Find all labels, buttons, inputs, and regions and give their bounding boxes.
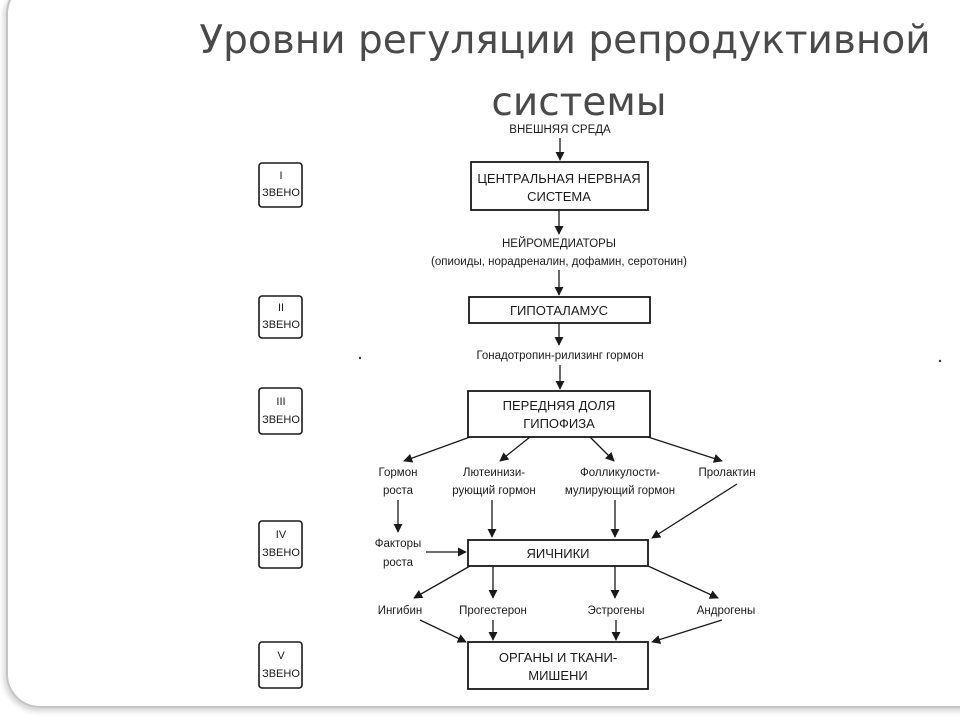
neuromediators-label: НЕЙРОМЕДИАТОРЫ [502,237,616,250]
arrow-pituitary-to-fsh [589,436,615,462]
progesterone-label: Прогестерон [459,605,527,617]
prolactin-label: Пролактин [698,467,755,479]
cns-line-1: ЦЕНТРАЛЬНАЯ НЕРВНАЯ [477,171,640,186]
title-line-2: системы [491,80,667,125]
ovaries-box: ЯИЧНИКИ [467,539,649,567]
growth-factors-line-1: Факторы [375,538,422,550]
pituitary-line-1: ПЕРЕДНЯЯ ДОЛЯ [503,398,616,413]
level-5-number: V [277,650,285,662]
lh-line-1: Лютеинизи- [463,467,525,479]
estrogens-label: Эстрогены [587,605,644,617]
level-1-word: ЗВЕНО [262,187,300,199]
ovaries-label: ЯИЧНИКИ [526,546,589,561]
level-1-box: I ЗВЕНО [258,162,303,208]
level-2-number: II [278,302,284,314]
inhibin-label: Ингибин [378,605,423,617]
growth-factors-line-2: роста [383,557,414,569]
arrow-pituitary-to-prolactin [647,436,723,463]
title-line-1: Уровни регуляции репродуктивной [199,18,931,63]
growth-hormone-line-1: Гормон [379,467,418,479]
growth-hormone-line-2: роста [383,485,414,497]
arrow-pituitary-to-growth-hormone [403,436,471,463]
level-2-box: II ЗВЕНО [258,295,303,339]
page-title: Уровни регуляции репродуктивной системы [150,10,960,134]
target-organs-line-2: МИШЕНИ [528,668,588,683]
scan-speck [358,356,362,360]
fsh-line-1: Фолликулости- [580,467,660,479]
arrow-ovaries-to-inhibin [413,565,471,599]
level-2-word: ЗВЕНО [262,319,300,331]
level-4-word: ЗВЕНО [262,547,300,559]
level-3-word: ЗВЕНО [262,414,300,426]
level-3-number: III [276,396,285,408]
pituitary-line-2: ГИПОФИЗА [523,416,595,431]
hypothalamus-label: ГИПОТАЛАМУС [510,303,608,318]
level-4-number: IV [276,529,287,541]
gnrh-label: Гонадотропин-рилизинг гормон [476,350,643,362]
cns-box: ЦЕНТРАЛЬНАЯ НЕРВНАЯ СИСТЕМА [470,161,649,211]
lh-line-2: рующий гормон [452,485,536,497]
neuromediators-list: (опиоиды, норадреналин, дофамин, серотон… [431,256,687,268]
level-3-box: III ЗВЕНО [258,387,303,435]
arrow-prolactin-to-ovaries [651,483,738,539]
arrow-ovaries-to-androgens [647,565,719,599]
target-organs-line-1: ОРГАНЫ И ТКАНИ- [499,650,617,665]
fsh-line-2: мулирующий гормон [565,485,675,497]
slide-frame [6,0,960,708]
external-environment-label: ВНЕШНЯЯ СРЕДА [509,124,611,136]
cns-line-2: СИСТЕМА [527,189,591,204]
pituitary-box: ПЕРЕДНЯЯ ДОЛЯ ГИПОФИЗА [467,390,651,438]
arrow-pituitary-to-lh [499,436,531,462]
level-1-number: I [279,170,282,182]
level-5-word: ЗВЕНО [262,668,300,680]
target-organs-box: ОРГАНЫ И ТКАНИ- МИШЕНИ [467,641,649,690]
level-5-box: V ЗВЕНО [258,641,303,689]
level-4-box: IV ЗВЕНО [258,520,303,569]
arrow-androgens-to-targets [651,619,723,644]
hypothalamus-box: ГИПОТАЛАМУС [468,296,651,324]
androgens-label: Андрогены [697,605,755,617]
scan-speck [938,359,942,363]
arrow-inhibin-to-targets [419,619,467,643]
